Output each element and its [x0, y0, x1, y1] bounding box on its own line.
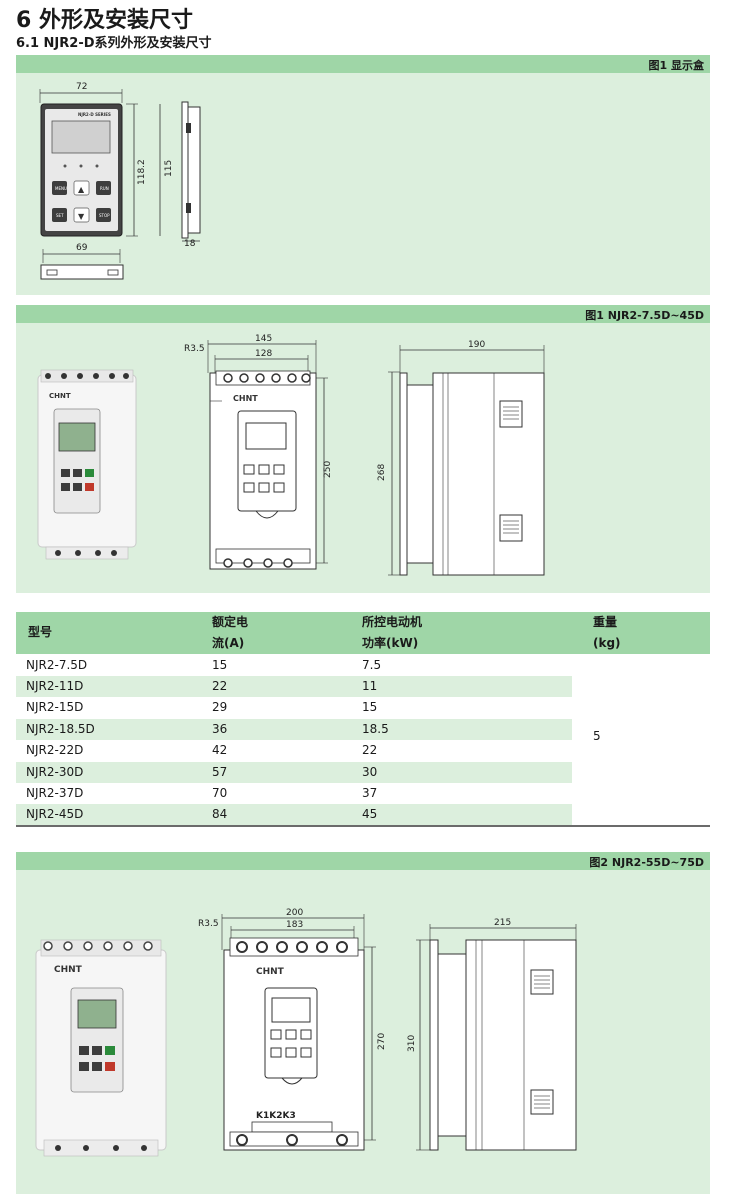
header-current-line2: 流(A) — [212, 636, 245, 650]
dim-inner-width: 183 — [286, 920, 303, 930]
brand-logo: CHNT — [256, 967, 285, 977]
dim-inner-width: 128 — [255, 349, 272, 359]
cell-model: NJR2-22D — [26, 743, 84, 757]
dim-outer-width: 200 — [286, 908, 303, 918]
cell-model: NJR2-37D — [26, 786, 84, 800]
figure-caption: 图1 显示盒 — [648, 59, 704, 72]
cell-model: NJR2-15D — [26, 700, 84, 714]
table-row: NJR2-37D 70 37 — [16, 783, 572, 804]
cell-power: 15 — [362, 700, 378, 714]
dim-height-inner: 115 — [164, 160, 174, 177]
table-row: NJR2-18.5D 36 18.5 — [16, 719, 572, 740]
cell-current: 84 — [212, 807, 228, 821]
dim-depth: 190 — [468, 340, 485, 350]
product-photo-large: CHNT — [35, 939, 167, 1157]
keypad: MENU ▲ RUN SET ▼ STOP — [52, 180, 111, 223]
lcd-screen — [51, 120, 111, 154]
display-box-drawing: 72 NJR2-D SERIES MENU ▲ RUN SET ▼ STOP 1… — [39, 82, 201, 280]
dim-corner-radius: R3.5 — [184, 344, 205, 354]
header-power-line2: 功率(kW) — [362, 636, 419, 650]
brand-logo: CHNT — [49, 392, 71, 400]
header-weight-line2: (kg) — [593, 636, 621, 650]
cell-current: 22 — [212, 679, 228, 693]
figure-panel-small-unit: CHNT R3.5 145 128 CHNT — [16, 323, 710, 593]
cell-current: 42 — [212, 743, 228, 757]
dim-outer-height: 310 — [407, 1035, 417, 1052]
table-bottom-rule — [16, 825, 710, 827]
figure-band-large-unit: 图2 NJR2-55D~75D — [16, 852, 710, 870]
key-up-icon: ▲ — [78, 185, 85, 194]
figure-caption: 图1 NJR2-7.5D~45D — [585, 309, 704, 322]
figure-band-display-box: 图1 显示盒 — [16, 55, 710, 73]
dim-outer-width: 145 — [255, 334, 272, 344]
cell-current: 70 — [212, 786, 228, 800]
table-row: NJR2-7.5D 15 7.5 — [16, 655, 572, 676]
dim-height-outer: 118.2 — [137, 159, 147, 185]
section-heading: 6 外形及安装尺寸 — [16, 8, 193, 33]
panel-brand: NJR2-D SERIES — [78, 112, 111, 117]
cell-model: NJR2-30D — [26, 765, 84, 779]
cell-power: 11 — [362, 679, 378, 693]
cell-current: 57 — [212, 765, 228, 779]
cell-power: 7.5 — [362, 658, 382, 672]
table-row: NJR2-30D 57 30 — [16, 762, 572, 783]
cell-power: 22 — [362, 743, 378, 757]
dim-top-width: 72 — [76, 82, 87, 92]
cell-power: 37 — [362, 786, 378, 800]
brand-logo: CHNT — [54, 965, 83, 975]
figure-band-small-unit: 图1 NJR2-7.5D~45D — [16, 305, 710, 323]
header-current-line1: 额定电 — [212, 615, 249, 629]
key-stop-label: STOP — [99, 213, 110, 218]
cell-current: 29 — [212, 700, 228, 714]
cell-model: NJR2-18.5D — [26, 722, 95, 736]
large-unit-drawing: CHNT R3.5 200 183 CHNT K1K2K3 — [35, 908, 577, 1157]
dim-depth: 18 — [184, 239, 196, 249]
key-set-label: SET — [56, 213, 64, 218]
dim-bottom-width: 69 — [76, 243, 88, 253]
table-row: NJR2-11D 22 11 — [16, 676, 572, 697]
table-row: NJR2-45D 84 45 — [16, 804, 572, 825]
small-unit-drawing: CHNT R3.5 145 128 CHNT — [37, 334, 545, 576]
header-power-line1: 所控电动机 — [362, 615, 423, 629]
product-photo-small: CHNT — [37, 369, 137, 560]
key-menu-label: MENU — [55, 186, 67, 191]
cell-power: 18.5 — [362, 722, 389, 736]
dim-inner-height: 250 — [323, 461, 333, 478]
cell-current: 36 — [212, 722, 228, 736]
dim-corner-radius: R3.5 — [198, 919, 219, 929]
figure-caption: 图2 NJR2-55D~75D — [589, 856, 704, 869]
cell-current: 15 — [212, 658, 228, 672]
dim-inner-height: 270 — [377, 1033, 387, 1050]
table-row: NJR2-22D 42 22 — [16, 740, 572, 761]
cell-model: NJR2-7.5D — [26, 658, 88, 672]
dim-outer-height: 268 — [377, 464, 387, 481]
brand-logo: CHNT — [233, 394, 258, 403]
cell-power: 45 — [362, 807, 378, 821]
figure-panel-large-unit: CHNT R3.5 200 183 CHNT K1K2K3 — [16, 870, 710, 1194]
terminal-label: K1K2K3 — [256, 1111, 296, 1121]
key-down-icon: ▼ — [78, 212, 85, 221]
subsection-heading: 6.1 NJR2-D系列外形及安装尺寸 — [16, 36, 212, 51]
header-model: 型号 — [28, 625, 53, 639]
table-row: NJR2-15D 29 15 — [16, 697, 572, 718]
spec-table-header: 型号 额定电 流(A) 所控电动机 功率(kW) 重量 (kg) — [16, 612, 710, 654]
cell-model: NJR2-11D — [26, 679, 84, 693]
header-weight-line1: 重量 — [593, 615, 618, 629]
key-run-label: RUN — [100, 186, 109, 191]
cell-power: 30 — [362, 765, 378, 779]
cell-weight: 5 — [593, 729, 601, 743]
figure-panel-display-box: 72 NJR2-D SERIES MENU ▲ RUN SET ▼ STOP 1… — [16, 73, 710, 295]
cell-model: NJR2-45D — [26, 807, 84, 821]
dim-depth: 215 — [494, 918, 511, 928]
